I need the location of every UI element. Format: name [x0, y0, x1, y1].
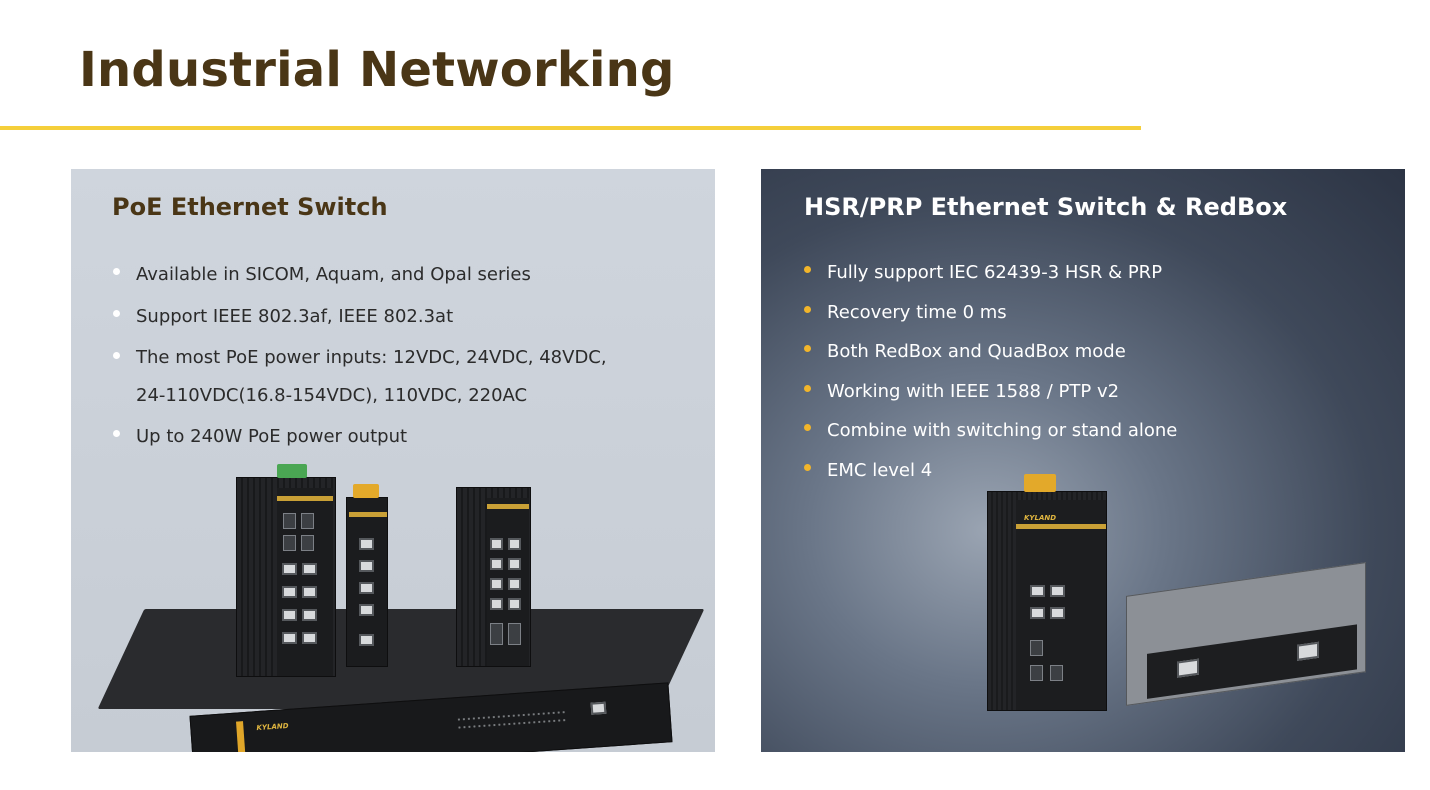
hsr-switch-product-image: KYLAND — [981, 474, 1381, 719]
ethernet-port — [1030, 585, 1045, 597]
orange-terminal-block — [1024, 474, 1056, 492]
bullet-dot-icon — [113, 430, 120, 437]
list-item-text: The most PoE power inputs: 12VDC, 24VDC,… — [136, 347, 607, 368]
ethernet-port — [282, 586, 297, 598]
ethernet-port — [302, 632, 317, 644]
ethernet-port — [508, 578, 521, 590]
din-label-strip — [349, 512, 387, 517]
din-switch-panel — [487, 498, 529, 666]
list-item-text: Combine with switching or stand alone — [827, 420, 1178, 441]
ethernet-port — [1050, 585, 1065, 597]
list-item-text-continued: 24-110VDC(16.8-154VDC), 110VDC, 220AC — [136, 385, 528, 406]
sfp-port — [1030, 665, 1043, 681]
sfp-port — [301, 513, 314, 529]
hsr-brand-label: KYLAND — [1024, 514, 1057, 522]
title-underline — [0, 126, 1141, 130]
ethernet-port — [359, 604, 374, 616]
rack-console-port — [590, 701, 607, 715]
rack-brand-label: KYLAND — [256, 721, 289, 733]
list-item-text: Up to 240W PoE power output — [136, 426, 408, 447]
bullet-dot-icon — [113, 268, 120, 275]
bullet-dot-icon — [804, 424, 811, 431]
ethernet-port — [359, 538, 374, 550]
hsr-prp-heading: HSR/PRP Ethernet Switch & RedBox — [804, 193, 1288, 221]
list-item: Available in SICOM, Aquam, and Opal seri… — [113, 255, 703, 295]
ethernet-port — [302, 586, 317, 598]
ethernet-port — [490, 578, 503, 590]
redbox-module-faceplate — [1147, 624, 1357, 699]
list-item: Recovery time 0 ms — [804, 293, 1394, 333]
ethernet-port — [1030, 607, 1045, 619]
hsr-switch-panel: KYLAND — [1016, 500, 1106, 710]
page-title: Industrial Networking — [79, 42, 675, 98]
ethernet-port — [282, 632, 297, 644]
sfp-port — [1050, 665, 1063, 681]
list-item: Combine with switching or stand alone — [804, 411, 1394, 451]
bullet-dot-icon — [113, 352, 120, 359]
list-item-text: EMC level 4 — [827, 459, 933, 481]
bullet-dot-icon — [804, 463, 811, 471]
ethernet-port — [359, 634, 374, 646]
list-item: Fully support IEC 62439-3 HSR & PRP — [804, 253, 1394, 293]
ethernet-port — [508, 598, 521, 610]
ethernet-port — [1050, 607, 1065, 619]
bullet-dot-icon — [113, 310, 120, 317]
sfp-port — [508, 623, 521, 645]
poe-switch-panel: PoE Ethernet Switch Available in SICOM, … — [71, 169, 715, 752]
rack-yellow-stripe — [236, 721, 247, 752]
list-item: The most PoE power inputs: 12VDC, 24VDC,… — [113, 339, 703, 415]
din-label-strip — [1016, 524, 1106, 529]
ethernet-port — [508, 538, 521, 550]
hsr-feature-list: Fully support IEC 62439-3 HSR & PRP Reco… — [804, 253, 1394, 490]
list-item-text: Both RedBox and QuadBox mode — [827, 341, 1126, 362]
sfp-port — [283, 535, 296, 551]
ethernet-port — [490, 598, 503, 610]
list-item: EMC level 4 — [804, 451, 1394, 491]
poe-feature-list: Available in SICOM, Aquam, and Opal seri… — [113, 255, 703, 459]
sfp-port — [283, 513, 296, 529]
list-item: Both RedBox and QuadBox mode — [804, 332, 1394, 372]
bullet-dot-icon — [804, 266, 811, 273]
din-label-strip — [277, 496, 333, 501]
din-switch-large — [236, 464, 336, 677]
ethernet-port — [1297, 641, 1319, 661]
ethernet-port — [490, 558, 503, 570]
ethernet-port — [282, 563, 297, 575]
list-item-text: Available in SICOM, Aquam, and Opal seri… — [136, 264, 531, 285]
ethernet-port — [359, 582, 374, 594]
poe-switch-product-image: KYLAND — [97, 459, 705, 752]
list-item: Up to 240W PoE power output — [113, 417, 703, 457]
list-item-text: Working with IEEE 1588 / PTP v2 — [827, 380, 1120, 402]
din-switch-slim — [346, 484, 388, 667]
din-switch-panel — [277, 488, 333, 676]
redbox-module — [1126, 562, 1366, 706]
hsr-din-switch: KYLAND — [987, 474, 1107, 711]
ethernet-port — [302, 609, 317, 621]
sfp-port — [301, 535, 314, 551]
ethernet-port — [508, 558, 521, 570]
hsr-prp-panel: HSR/PRP Ethernet Switch & RedBox Fully s… — [761, 169, 1405, 752]
bullet-dot-icon — [804, 305, 811, 313]
ethernet-port — [490, 538, 503, 550]
din-switch-fiber — [456, 487, 531, 667]
ethernet-port — [302, 563, 317, 575]
bullet-dot-icon — [804, 345, 811, 352]
ethernet-port — [1177, 658, 1199, 678]
poe-switch-heading: PoE Ethernet Switch — [112, 193, 388, 221]
list-item-text: Recovery time 0 ms — [827, 301, 1007, 323]
green-terminal-block — [277, 464, 307, 478]
rack-port-leds-2 — [456, 718, 567, 730]
ethernet-port — [359, 560, 374, 572]
sfp-port — [1030, 640, 1043, 656]
bullet-dot-icon — [804, 384, 811, 392]
list-item: Support IEEE 802.3af, IEEE 802.3at — [113, 297, 703, 337]
sfp-port — [490, 623, 503, 645]
list-item-text: Fully support IEC 62439-3 HSR & PRP — [827, 262, 1163, 283]
list-item-text: Support IEEE 802.3af, IEEE 802.3at — [136, 306, 454, 327]
din-label-strip — [487, 504, 529, 509]
orange-terminal-block — [353, 484, 379, 498]
ethernet-port — [282, 609, 297, 621]
list-item: Working with IEEE 1588 / PTP v2 — [804, 372, 1394, 412]
